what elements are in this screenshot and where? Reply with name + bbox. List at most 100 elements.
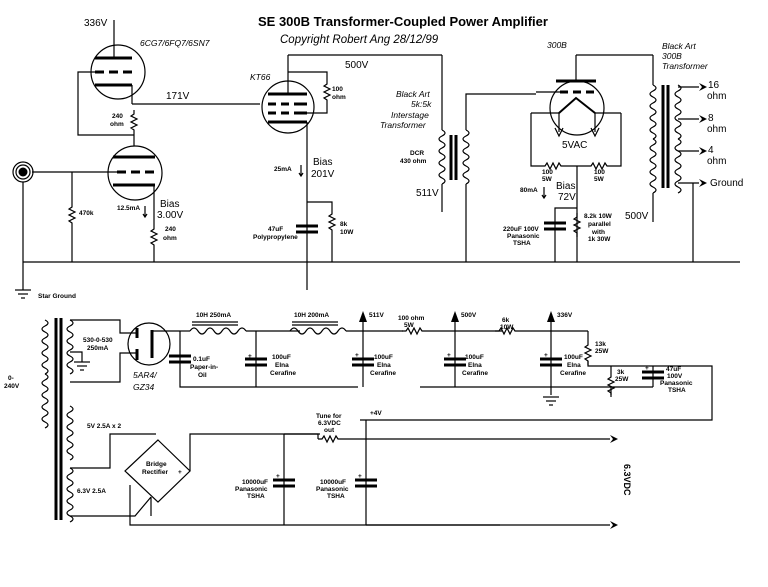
tune-label-1: Tune for: [316, 413, 342, 420]
mains-label-1: 0-: [8, 375, 14, 382]
300b-resistor-line2: parallel: [588, 221, 611, 228]
tune-label-3: out: [324, 427, 335, 434]
cap-2-brand: Elna: [377, 362, 391, 369]
node-336v-label: 336V: [557, 312, 573, 319]
choke-2-label: 10H 200mA: [294, 312, 329, 319]
cap-4-brand: Elna: [567, 362, 581, 369]
output-transformer-name-3: Transformer: [662, 61, 709, 71]
heater-cap-2-series: TSHA: [327, 493, 345, 500]
300b-cap-value: 220uF 100V: [503, 226, 539, 233]
ht-winding-voltage: 530-0-530: [83, 337, 113, 344]
driver-tube-type: 6CG7/6FQ7/6SN7: [140, 38, 210, 48]
kt66-type: KT66: [250, 72, 271, 82]
heater-cap-2-plus: +: [358, 473, 362, 480]
screen-resistor-value: 100: [332, 86, 343, 93]
kt66-current: 25mA: [274, 166, 292, 173]
kt66-bias-label: Bias: [313, 157, 332, 168]
heater-cap-1-plus: +: [276, 473, 280, 480]
kt66-cap-value: 47uF: [268, 226, 283, 233]
driver-bias-label: Bias: [160, 199, 179, 210]
300b-bias-label: Bias: [556, 181, 575, 192]
300b-resistor-line1: 8.2k 10W: [584, 213, 613, 220]
driver-tube-lower: [32, 145, 163, 262]
node-336v-marker: [547, 311, 555, 322]
cap-4-value: 100uF: [564, 354, 583, 361]
hum-resistor-1-rating: 5W: [542, 176, 553, 183]
r3-rating: 25W: [595, 348, 609, 355]
300b-bias-voltage: 72V: [558, 192, 576, 203]
tap-16-value[interactable]: 16: [708, 80, 720, 91]
heater-winding-2: 6.3V 2.5A: [77, 488, 106, 495]
choke-1: [180, 321, 300, 335]
anode-resistor-value: 240: [112, 113, 123, 120]
node-511v-marker: [359, 311, 367, 322]
output-transformer-name-1: Black Art: [662, 41, 696, 51]
tap-8-unit: ohm: [707, 124, 726, 135]
rectifier-type-1: 5AR4/: [133, 370, 158, 380]
r1-rating: 5W: [404, 322, 415, 329]
screen-resistor-unit: ohm: [332, 94, 346, 101]
kt66-tube: [261, 54, 443, 290]
copyright-text: Copyright Robert Ang 28/12/99: [280, 34, 439, 46]
cap-bias-series: TSHA: [668, 387, 686, 394]
tap-4-unit: ohm: [707, 156, 726, 167]
node-500v-marker: [451, 311, 459, 322]
r3-value: 13k: [595, 341, 606, 348]
choke-2: [289, 321, 403, 335]
anode-resistor-unit: ohm: [110, 121, 124, 128]
cap-2-plus: +: [355, 352, 359, 359]
300b-cap-brand: Panasonic: [507, 233, 540, 240]
schematic-title: SE 300B Transformer-Coupled Power Amplif…: [258, 14, 548, 29]
interstage-dcr-label: DCR: [410, 150, 424, 157]
tap-4-value[interactable]: 4: [708, 145, 714, 156]
interstage-name-2: 5k:5k: [411, 99, 432, 109]
hum-resistor-2-rating: 5W: [594, 176, 605, 183]
node-511v-label: 511V: [369, 312, 384, 319]
driver-supply-voltage: 336V: [84, 18, 108, 29]
cap-1-value: 100uF: [272, 354, 291, 361]
driver-bias-voltage: 3.00V: [157, 210, 183, 221]
node-b-label: +4V: [370, 410, 382, 417]
heater-winding-1: 5V 2.5A x 2: [87, 423, 121, 430]
dc-out-label: 6.3VDC: [622, 464, 632, 496]
filament-voltage: 5VAC: [562, 140, 587, 151]
300b-resistor-line4: 1k 30W: [588, 236, 611, 243]
300b-current: 80mA: [520, 187, 538, 194]
kt66-supply-voltage: 500V: [345, 60, 369, 71]
300b-tube: [530, 54, 653, 262]
300b-type: 300B: [547, 40, 567, 50]
cap-input-type-1: Paper-in-: [190, 364, 218, 371]
ht-winding-current: 250mA: [87, 345, 109, 352]
cap-2-value: 100uF: [374, 354, 393, 361]
rectifier-type-2: GZ34: [133, 382, 155, 392]
cap-bias-brand: Panasonic: [660, 380, 693, 387]
node-500v-label: 500V: [461, 312, 477, 319]
kt66-resistor-rating: 10W: [340, 229, 354, 236]
r4-rating: 25W: [615, 376, 629, 383]
300b-resistor-line3: with: [591, 229, 605, 236]
interstage-name-4: Transformer: [380, 120, 427, 130]
output-transformer: [649, 55, 707, 262]
heater-cap-2-value: 10000uF: [320, 479, 346, 486]
tune-label-2: 6.3VDC: [318, 420, 341, 427]
cap-input-type-2: Oil: [198, 372, 207, 379]
tap-8-value[interactable]: 8: [708, 113, 714, 124]
cap-bias-plus: +: [645, 365, 649, 372]
choke-1-label: 10H 250mA: [196, 312, 231, 319]
driver-bias-current: 12.5mA: [117, 205, 140, 212]
grid-resistor-label: 470k: [79, 210, 94, 217]
interstage-dcr-value: 430 ohm: [400, 158, 427, 165]
r4-value: 3k: [617, 369, 625, 376]
ground-tap-label[interactable]: Ground: [710, 178, 743, 189]
driver-mid-voltage: 171V: [166, 91, 190, 102]
input-jack-icon[interactable]: [12, 161, 34, 183]
cathode-resistor-unit: ohm: [163, 235, 177, 242]
300b-cap-series: TSHA: [513, 240, 531, 247]
cap-input-value: 0.1uF: [193, 356, 210, 363]
interstage-transformer: [438, 93, 536, 262]
bridge-label-1: Bridge: [146, 461, 167, 468]
kt66-bias-voltage: 201V: [311, 169, 335, 180]
hum-resistor-2-value: 100: [594, 169, 605, 176]
driver-tube-upper: [77, 20, 260, 146]
